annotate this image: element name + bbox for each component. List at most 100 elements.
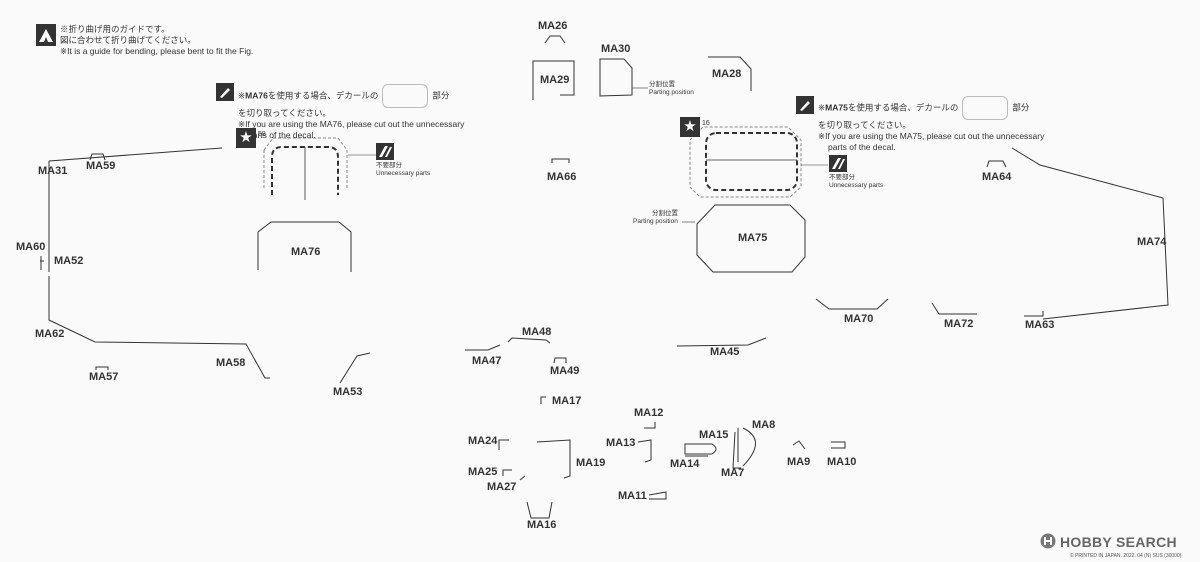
bend-guide-line-1: ※折り曲げ用のガイドです。 xyxy=(60,24,170,34)
part-label-ma26: MA26 xyxy=(538,20,568,32)
part-ma26 xyxy=(544,35,566,44)
part-label-ma49: MA49 xyxy=(550,365,580,377)
part-ma19 xyxy=(536,439,571,479)
cut-decal-icon-svg xyxy=(376,143,394,160)
bend-guide-icon-svg xyxy=(36,24,56,46)
part-ma9 xyxy=(792,440,806,450)
parting-label-jp: 分割位置 xyxy=(652,210,678,217)
part-ma7 xyxy=(732,431,741,469)
part-label-ma30: MA30 xyxy=(601,43,631,55)
part-label-ma52: MA52 xyxy=(54,255,84,267)
star-step-number: 58 xyxy=(258,131,266,138)
brand-watermark: HOBBY SEARCH xyxy=(1060,534,1177,550)
decal-placeholder-box xyxy=(962,96,1009,120)
parting-label-en: Parting position xyxy=(649,89,694,96)
part-ma13 xyxy=(637,439,652,463)
part-label-ma24: MA24 xyxy=(468,435,498,447)
part-ma47 xyxy=(465,344,501,351)
part-label-ma7: MA7 xyxy=(721,467,745,479)
part-label-ma8: MA8 xyxy=(752,419,776,431)
part-label-ma63: MA63 xyxy=(1025,319,1055,331)
ma76-note-prefix: ※ xyxy=(238,90,246,101)
ma76-note-line-3: ※If you are using the MA76, please cut o… xyxy=(238,119,465,129)
hobby-search-logo-svg xyxy=(1040,533,1056,549)
part-ma15 xyxy=(684,443,717,455)
unnecessary-label-en: Unnecessary parts xyxy=(376,170,431,177)
bend-guide-icon xyxy=(36,24,56,46)
part-ma31-outline xyxy=(48,147,223,162)
part-ma16 xyxy=(526,501,553,519)
part-label-ma62: MA62 xyxy=(35,328,65,340)
part-ma76 xyxy=(257,221,352,272)
part-label-ma12: MA12 xyxy=(634,407,664,419)
part-ma64 xyxy=(986,160,1007,168)
bend-guide-line-2: 図に合わせて折り曲げてください。 xyxy=(60,35,196,45)
part-ma10 xyxy=(831,441,846,449)
star-icon: ★ xyxy=(236,128,256,148)
part-ma62-outline xyxy=(48,276,270,379)
cut-decal-icon xyxy=(829,155,847,172)
cut-decal-icon-svg xyxy=(829,155,847,172)
part-label-ma17: MA17 xyxy=(552,395,582,407)
part-ma11 xyxy=(648,491,667,500)
ma76-note-line-2: を切り取ってください。 xyxy=(238,108,331,118)
part-label-ma29: MA29 xyxy=(540,74,570,86)
knife-icon-svg xyxy=(216,83,234,101)
bend-guide-note: ※折り曲げ用のガイドです。 図に合わせて折り曲げてください。 ※It is a … xyxy=(60,24,253,57)
part-ma30 xyxy=(599,58,633,97)
part-ma76-decal-cut xyxy=(271,146,339,195)
part-ma72 xyxy=(931,302,977,315)
part-label-ma15: MA15 xyxy=(699,429,729,441)
ma75-note-line-3: ※If you are using the MA75, please cut o… xyxy=(818,131,1045,141)
part-label-ma9: MA9 xyxy=(787,456,811,468)
part-ma76-dashed-outline xyxy=(263,137,348,190)
part-ma25 xyxy=(502,469,512,476)
cut-decal-icon xyxy=(376,143,394,160)
part-label-ma70: MA70 xyxy=(844,313,874,325)
part-label-ma13: MA13 xyxy=(606,437,636,449)
part-ma75-decal-cut xyxy=(705,132,798,191)
ma75-note-line-4: parts of the decal. xyxy=(828,142,896,152)
part-ma57 xyxy=(95,366,109,370)
part-ma24 xyxy=(498,439,509,450)
part-label-ma48: MA48 xyxy=(522,326,552,338)
part-ma27 xyxy=(519,475,526,481)
part-label-ma76: MA76 xyxy=(291,246,321,258)
part-label-ma59: MA59 xyxy=(86,160,116,172)
ma75-note-end: 部分 xyxy=(1012,102,1030,113)
part-label-ma72: MA72 xyxy=(944,318,974,330)
part-ma8 xyxy=(737,427,756,467)
ma76-note-end: 部分 xyxy=(432,90,450,101)
part-label-ma27: MA27 xyxy=(487,481,517,493)
ma75-note-line-2: を切り取ってください。 xyxy=(818,120,911,130)
part-ma53 xyxy=(339,352,371,384)
part-label-ma11: MA11 xyxy=(618,490,647,502)
part-label-ma45: MA45 xyxy=(710,346,740,358)
unnecessary-label-jp: 不要部分 xyxy=(376,162,402,169)
part-ma74 xyxy=(1011,147,1169,320)
part-label-ma31: MA31 xyxy=(38,165,68,177)
ma75-note: ※MA75を使用する場合、デカールの部分 を切り取ってください。 ※If you… xyxy=(818,96,1044,153)
part-label-ma60: MA60 xyxy=(16,241,46,253)
part-ma12 xyxy=(644,422,656,429)
ma75-note-part: MA75 xyxy=(825,102,848,113)
part-ma70 xyxy=(815,298,889,310)
part-ma29 xyxy=(532,60,575,100)
part-ma45 xyxy=(676,337,767,347)
bend-guide-line-3: ※It is a guide for bending, please bent … xyxy=(60,46,254,56)
knife-icon-svg xyxy=(796,96,814,114)
ma75-note-text: を使用する場合、デカールの xyxy=(847,102,959,113)
part-ma75 xyxy=(696,204,806,273)
part-label-ma66: MA66 xyxy=(547,171,577,183)
unnecessary-label-en: Unnecessary parts xyxy=(829,182,884,189)
part-ma60-bracket xyxy=(40,256,44,270)
part-ma17 xyxy=(540,396,546,404)
star-step-number: 16 xyxy=(702,120,710,127)
parting-label-jp: 分割位置 xyxy=(649,81,675,88)
part-label-ma16: MA16 xyxy=(527,519,557,531)
part-ma28 xyxy=(708,56,752,91)
part-label-ma14: MA14 xyxy=(670,458,700,470)
part-label-ma10: MA10 xyxy=(827,456,857,468)
knife-icon xyxy=(796,96,814,114)
